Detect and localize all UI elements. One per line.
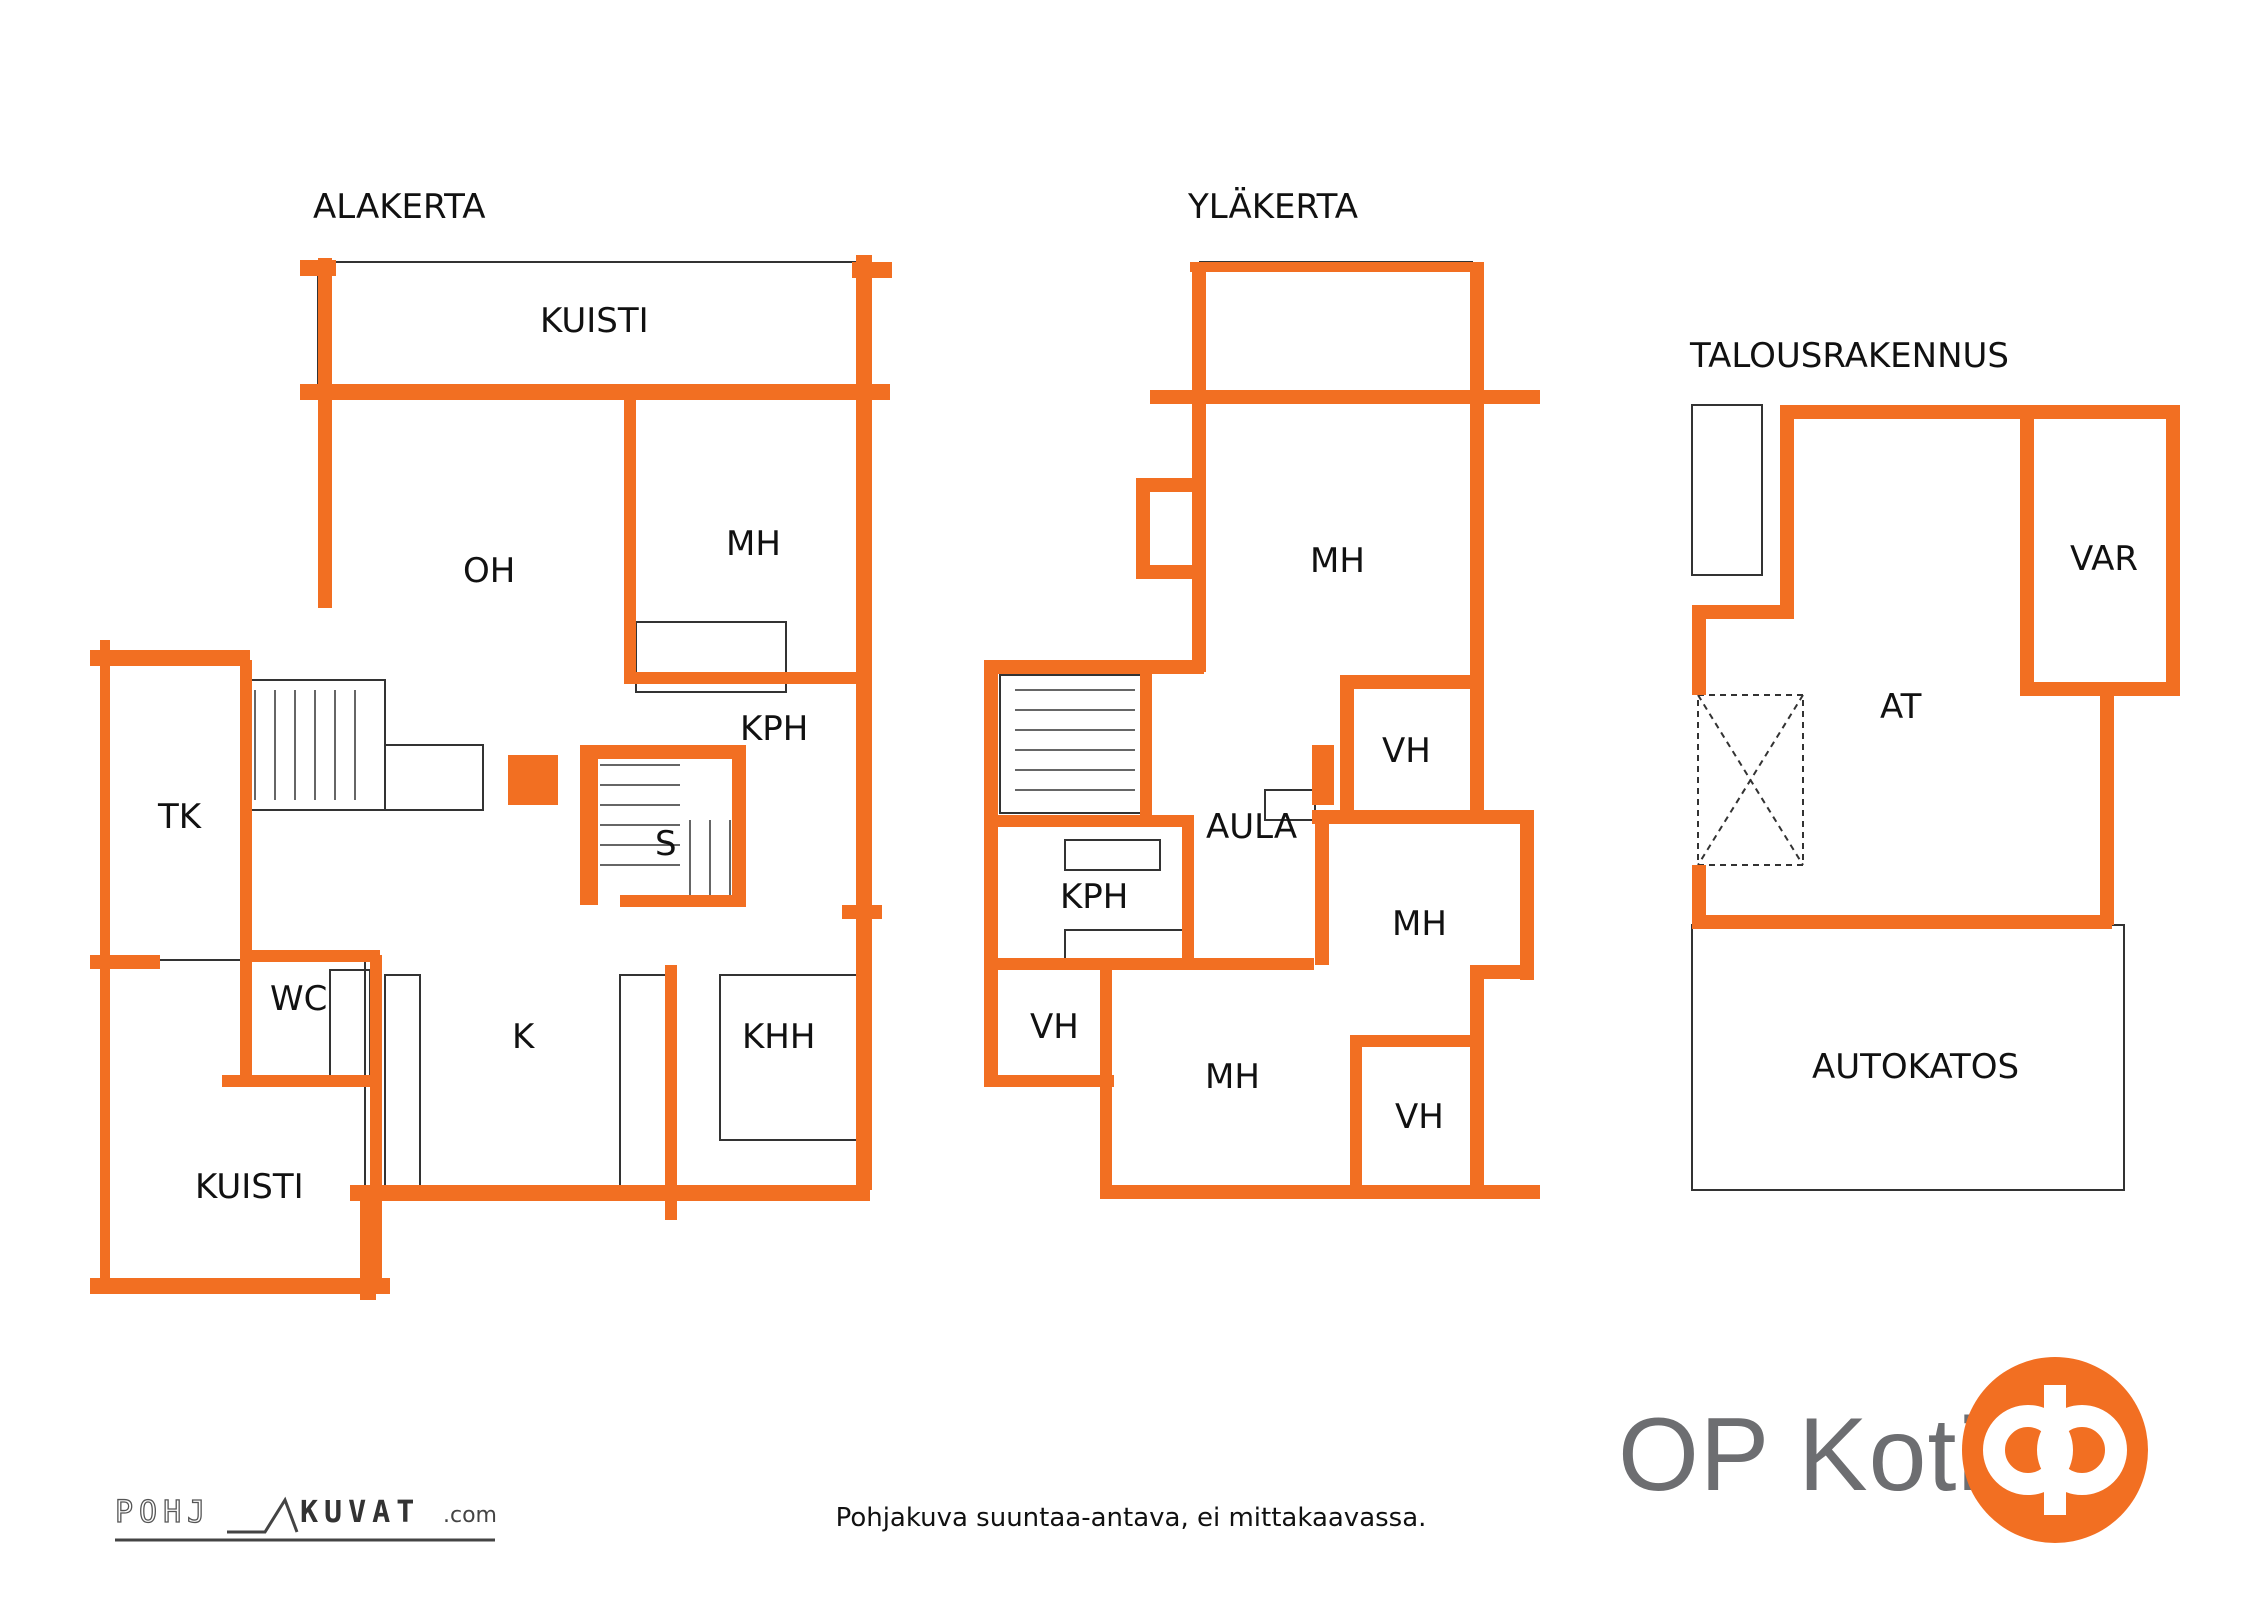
room-aula: AULA: [1206, 807, 1297, 847]
room-vh-upper-bottom: VH: [1395, 1097, 1444, 1137]
room-tk: TK: [157, 797, 203, 837]
ground-floor-plan: [90, 255, 892, 1300]
room-var: VAR: [2070, 539, 2138, 579]
room-mh-upper-right: MH: [1392, 904, 1447, 944]
room-autokatos: AUTOKATOS: [1812, 1047, 2019, 1087]
pohjakuvat-logo: POHJ KUVAT .com: [114, 1492, 515, 1552]
heading-upper-floor: YLÄKERTA: [1187, 187, 1358, 227]
credit-suffix: .com: [443, 1503, 497, 1528]
room-at: AT: [1880, 687, 1922, 727]
room-s: S: [655, 824, 677, 864]
room-vh-upper-left: VH: [1030, 1007, 1079, 1047]
room-k: K: [512, 1017, 536, 1057]
room-kph-ground: KPH: [740, 709, 808, 749]
heading-ground-floor: ALAKERTA: [313, 187, 486, 227]
room-mh-upper-top: MH: [1310, 541, 1365, 581]
room-wc: WC: [270, 979, 327, 1019]
room-oh: OH: [463, 551, 515, 591]
room-mh-upper-bottom: MH: [1205, 1057, 1260, 1097]
plan-labels: ALAKERTA YLÄKERTA TALOUSRAKENNUS KUISTI …: [157, 187, 2138, 1207]
room-vh-upper-right: VH: [1382, 731, 1431, 771]
room-khh: KHH: [742, 1017, 815, 1057]
brand-name: OP Koti: [1618, 1397, 1982, 1513]
outbuilding-plan: [1691, 404, 2180, 1191]
room-kuisti-bottom: KUISTI: [195, 1167, 304, 1207]
credit-right: KUVAT: [300, 1495, 420, 1530]
credit-left: POHJ: [115, 1495, 211, 1530]
upper-floor-plan: [984, 261, 1540, 1199]
op-logo-icon: [1960, 1355, 2150, 1549]
room-kph-upper: KPH: [1060, 877, 1128, 917]
disclaimer-text: Pohjakuva suuntaa-antava, ei mittakaavas…: [835, 1503, 1427, 1533]
heading-outbuilding: TALOUSRAKENNUS: [1689, 336, 2009, 376]
room-kuisti-top: KUISTI: [540, 301, 649, 341]
room-mh-ground: MH: [726, 524, 781, 564]
